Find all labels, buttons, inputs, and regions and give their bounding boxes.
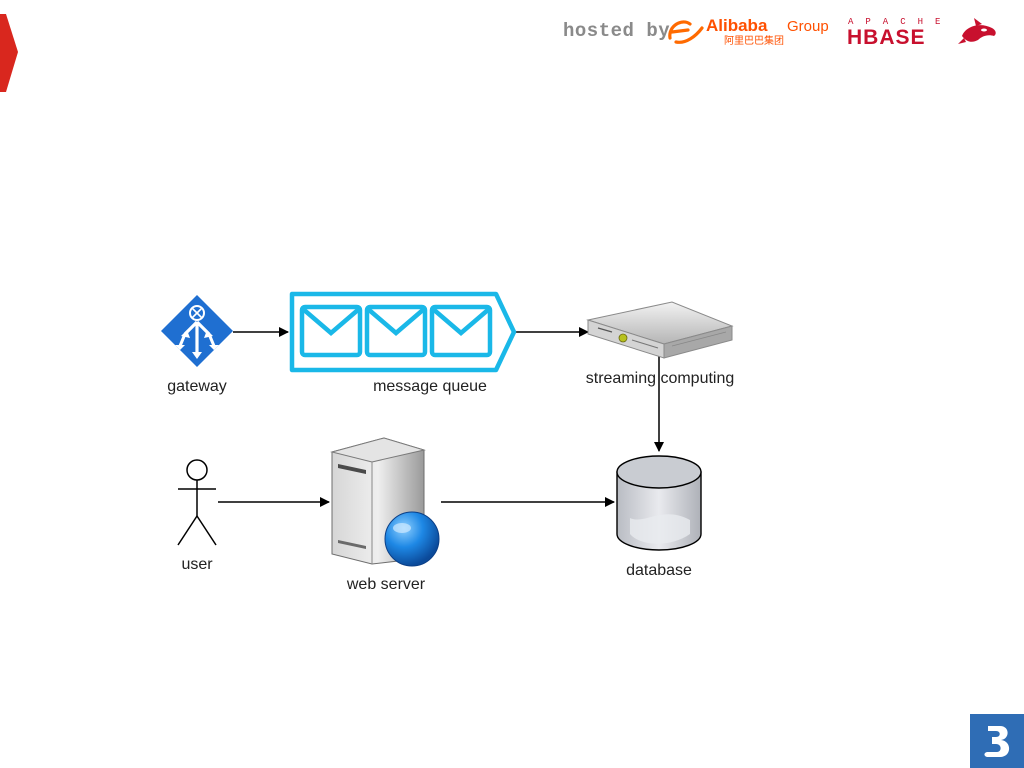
alibaba-brand-text: Alibaba [706, 16, 768, 35]
database-cylinder-icon [616, 455, 702, 551]
hbase-label: HBASE [847, 26, 926, 48]
alibaba-group-text: Group [787, 18, 829, 35]
alibaba-group-logo: Alibaba Group 阿里巴巴集团 [668, 16, 829, 47]
orca-icon [958, 18, 996, 44]
envelope-icon [299, 304, 363, 358]
user-label: user [181, 556, 213, 573]
alibaba-chinese-text: 阿里巴巴集团 [724, 34, 784, 47]
web-server-globe-icon [330, 437, 440, 567]
envelope-icon [429, 304, 493, 358]
streaming-computing-label: streaming computing [585, 370, 735, 387]
apache-label: APACHE [848, 17, 952, 27]
message-queue-label: message queue [373, 378, 487, 395]
apache-hbase-logo: APACHE HBASE [847, 17, 996, 48]
slide-chevron-icon [0, 14, 18, 92]
envelope-icon [364, 304, 428, 358]
web-server-label: web server [346, 576, 426, 593]
hosted-by-label: hosted by [563, 20, 671, 42]
stick-figure-icon [177, 459, 217, 546]
rack-server-icon [586, 301, 734, 359]
gateway-label: gateway [167, 378, 227, 395]
message-queue-icon [289, 291, 517, 373]
gateway-icon [161, 295, 233, 367]
database-label: database [626, 562, 692, 579]
corner-brand-logo [970, 714, 1024, 768]
